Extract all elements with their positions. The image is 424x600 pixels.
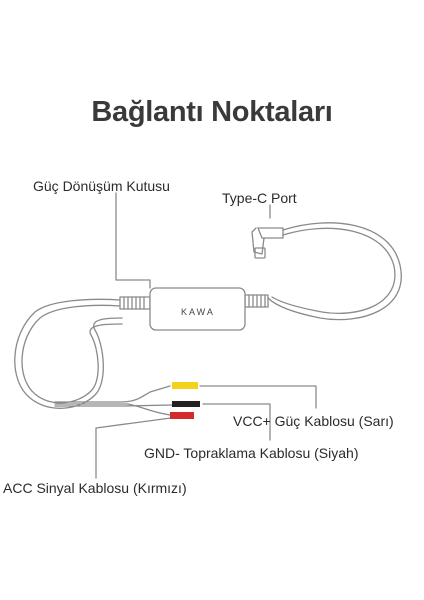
gnd-wire-tip bbox=[172, 401, 200, 407]
label-power-converter-box: Güç Dönüşüm Kutusu bbox=[33, 178, 170, 194]
label-type-c-port: Type-C Port bbox=[222, 190, 297, 206]
page-title: Bağlantı Noktaları bbox=[91, 96, 333, 128]
converter-box: KAWA bbox=[149, 287, 246, 331]
label-acc-cable: ACC Sinyal Kablosu (Kırmızı) bbox=[3, 480, 187, 496]
brand-logo: KAWA bbox=[181, 307, 215, 317]
leader-acc bbox=[95, 414, 194, 479]
leader-vcc bbox=[199, 385, 317, 409]
left-cable-loop bbox=[14, 298, 123, 409]
vcc-wire-tip bbox=[172, 382, 198, 389]
label-vcc-cable: VCC+ Güç Kablosu (Sarı) bbox=[233, 413, 394, 429]
type-c-connector bbox=[257, 227, 284, 239]
leader-gnd bbox=[202, 403, 271, 441]
leader-box bbox=[115, 192, 151, 289]
right-cable-loop bbox=[267, 222, 402, 321]
acc-wire-tip bbox=[170, 412, 194, 419]
wire-trunk bbox=[54, 385, 171, 403]
label-gnd-cable: GND- Topraklama Kablosu (Siyah) bbox=[144, 445, 359, 461]
